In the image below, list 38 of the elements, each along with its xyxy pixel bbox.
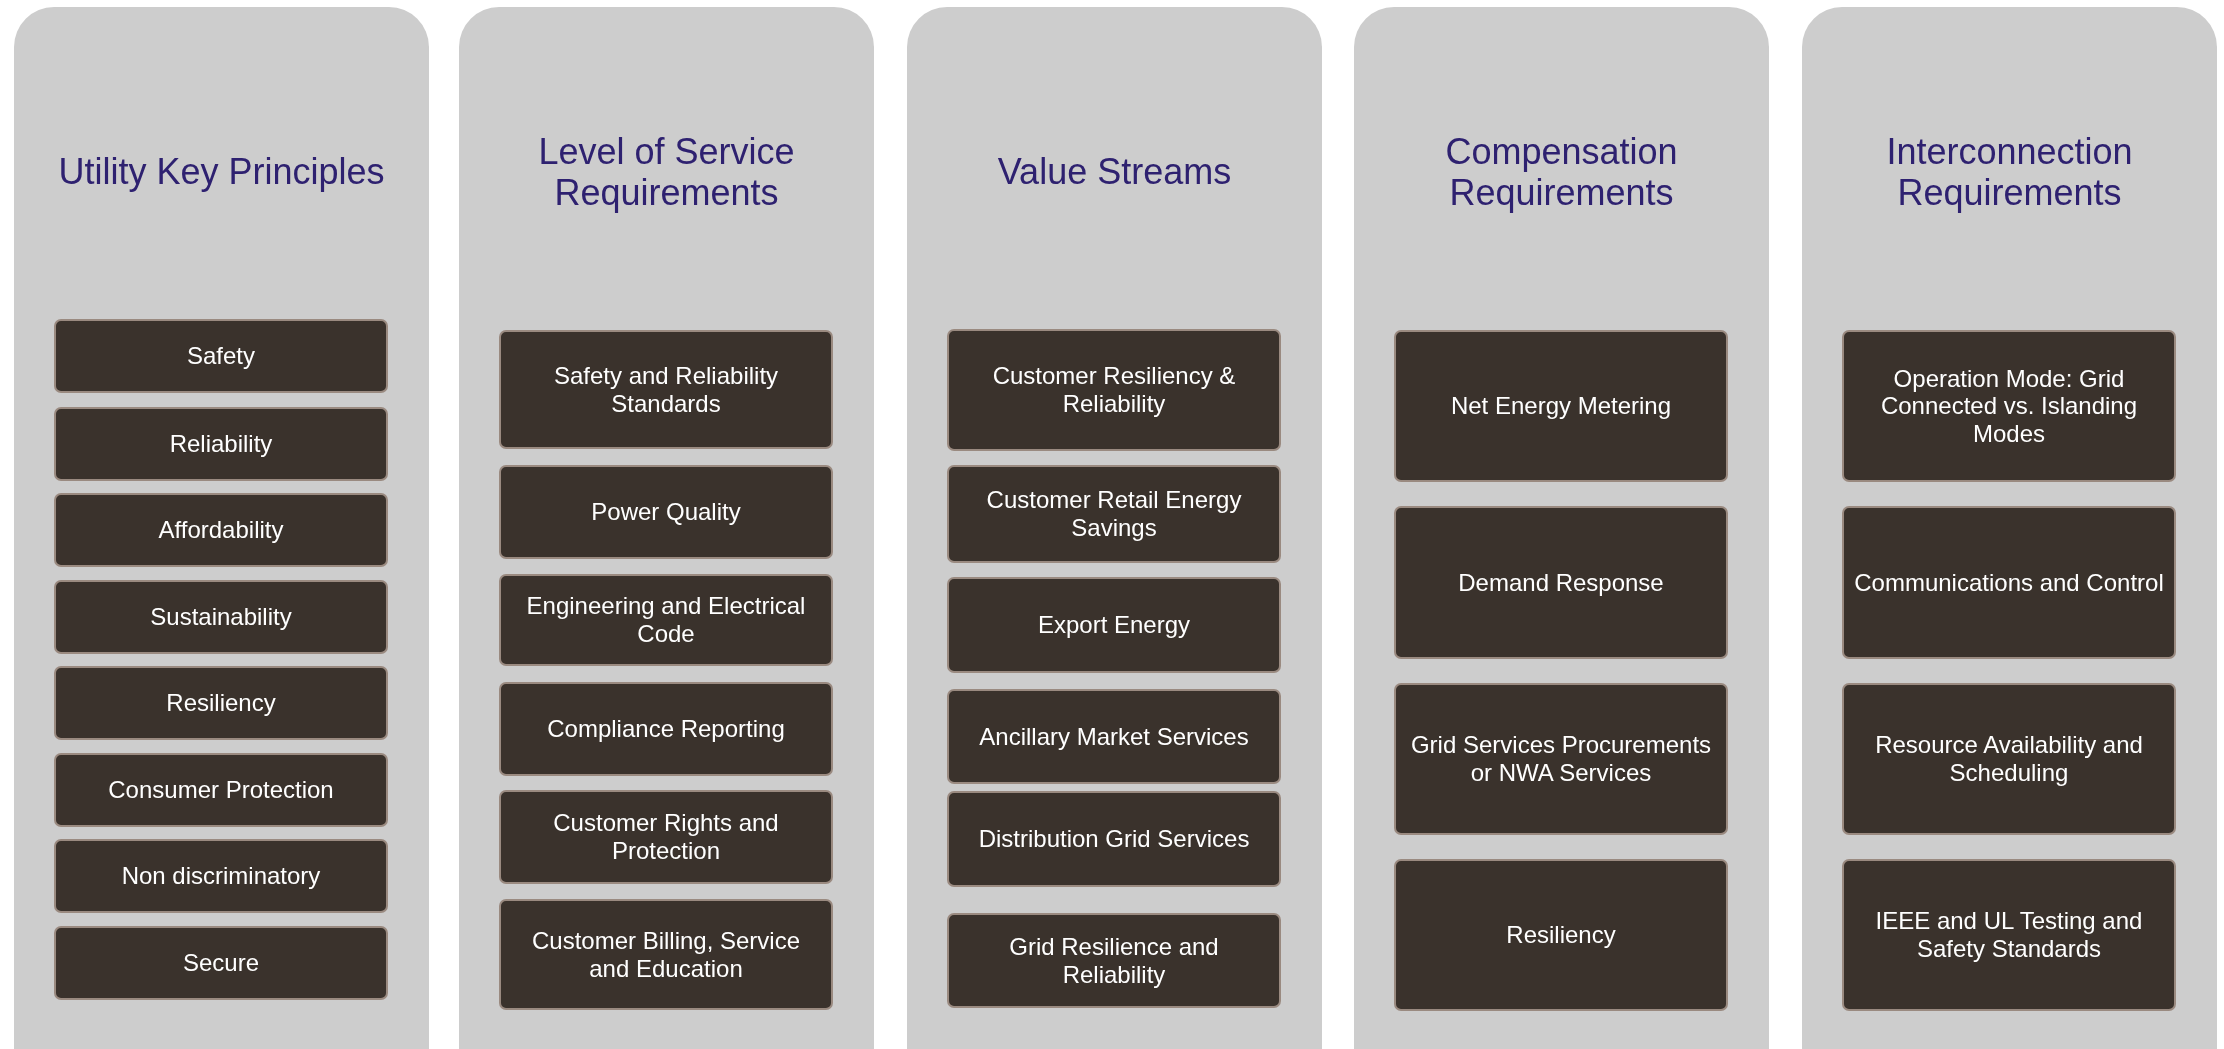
item-box: Ancillary Market Services: [947, 689, 1281, 784]
item-box: Net Energy Metering: [1394, 330, 1728, 482]
item-box: Engineering and Electrical Code: [499, 574, 833, 666]
column-panel: [14, 7, 429, 1049]
column-heading: Compensation Requirements: [1444, 129, 1679, 215]
item-box: Consumer Protection: [54, 753, 388, 827]
column-heading: Level of Service Requirements: [537, 129, 796, 215]
item-box: IEEE and UL Testing and Safety Standards: [1842, 859, 2176, 1011]
item-box: Resource Availability and Scheduling: [1842, 683, 2176, 835]
item-box: Resiliency: [54, 666, 388, 740]
item-box: Secure: [54, 926, 388, 1000]
item-box: Customer Retail Energy Savings: [947, 465, 1281, 563]
item-box: Grid Services Procurements or NWA Services: [1394, 683, 1728, 835]
item-box: Operation Mode: Grid Connected vs. Islanding Modes: [1842, 330, 2176, 482]
column-panel: [1802, 7, 2217, 1049]
item-box: Customer Rights and Protection: [499, 790, 833, 884]
column-panel: [1354, 7, 1769, 1049]
item-box: Demand Response: [1394, 506, 1728, 659]
item-box: Affordability: [54, 493, 388, 567]
item-box: Non discriminatory: [54, 839, 388, 913]
item-box: Customer Billing, Service and Education: [499, 899, 833, 1010]
column-panel: [459, 7, 874, 1049]
item-box: Distribution Grid Services: [947, 791, 1281, 887]
item-box: Safety and Reliability Standards: [499, 330, 833, 449]
item-box: Power Quality: [499, 465, 833, 559]
item-box: Sustainability: [54, 580, 388, 654]
item-box: Export Energy: [947, 577, 1281, 673]
column-panel: [907, 7, 1322, 1049]
item-box: Safety: [54, 319, 388, 393]
item-box: Compliance Reporting: [499, 682, 833, 776]
column-heading: Utility Key Principles: [57, 150, 386, 195]
column-heading: Interconnection Requirements: [1885, 129, 2134, 215]
column-heading: Value Streams: [996, 150, 1233, 195]
item-box: Grid Resilience and Reliability: [947, 913, 1281, 1008]
item-box: Resiliency: [1394, 859, 1728, 1011]
item-box: Customer Resiliency & Reliability: [947, 329, 1281, 451]
item-box: Reliability: [54, 407, 388, 481]
item-box: Communications and Control: [1842, 506, 2176, 659]
